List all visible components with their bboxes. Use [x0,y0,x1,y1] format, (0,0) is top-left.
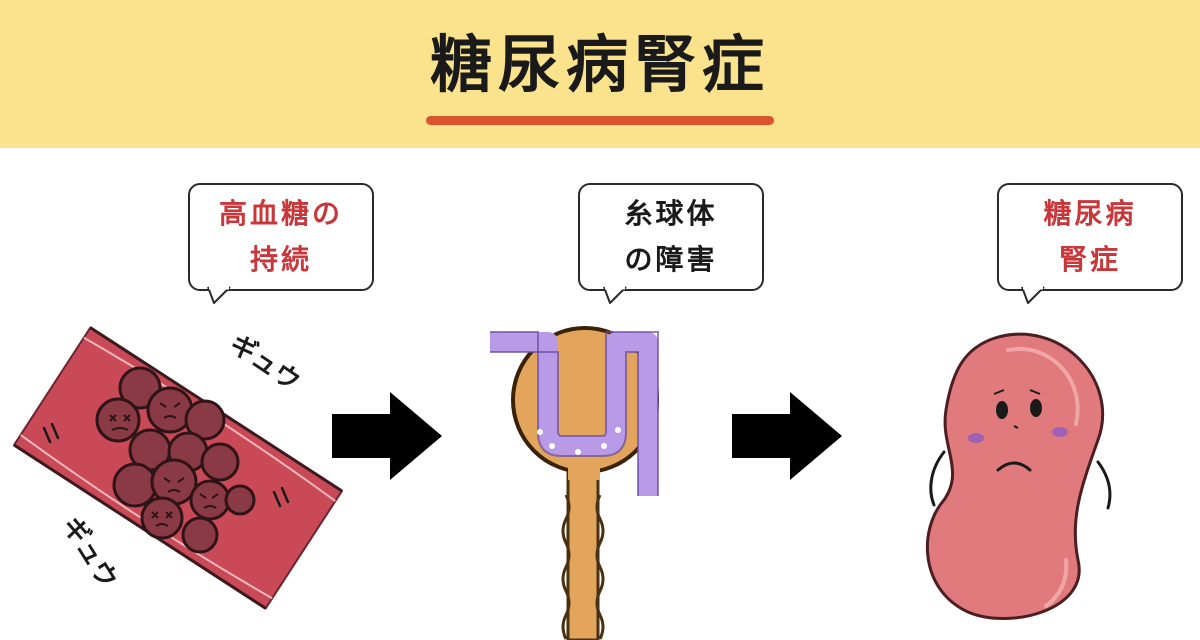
sound-effect-top: ギュウ [224,329,305,397]
kidney-frown [996,461,1032,472]
motion-lines [42,422,290,508]
blood-vessel-illustration: ギュウ ギュウ [12,326,344,610]
bubble-step-1-line1: 高血糖の [218,197,343,230]
kidney-right-cheek [1052,427,1068,437]
glomerulus-illustration [490,326,659,640]
bubble-step-2-line1: 糸球体 [624,197,718,230]
tubule [566,468,600,640]
bubble-step-1: 高血糖の 持続 [188,183,374,291]
kidney-body [925,332,1105,620]
kidney-right-eye [1030,399,1042,417]
bubble-step-2: 糸球体 の障害 [578,183,764,291]
cell-faces [109,402,219,527]
bubble-step-3-line1: 糖尿病 [1043,197,1137,230]
bubble-step-3-tail [1021,286,1045,304]
page-title: 糖尿病腎症 [429,28,770,101]
kidney-left-cheek [968,433,984,443]
kidney-character [925,332,1112,620]
bubble-step-1-tail [207,286,231,304]
bubble-step-2-line2: の障害 [624,243,718,276]
right-arrow-icon [332,392,442,480]
kidney-left-eye [996,401,1008,419]
right-arrow-icon [732,392,842,480]
title-underline [426,116,774,125]
bubble-step-2-tail [603,286,627,304]
blood-cell-cluster [95,366,256,554]
bubble-step-1-line2: 持続 [249,243,312,276]
sound-effect-bottom: ギュウ [56,512,123,594]
bubble-step-3: 糖尿病 腎症 [997,183,1183,291]
bubble-step-3-line2: 腎症 [1058,243,1121,276]
